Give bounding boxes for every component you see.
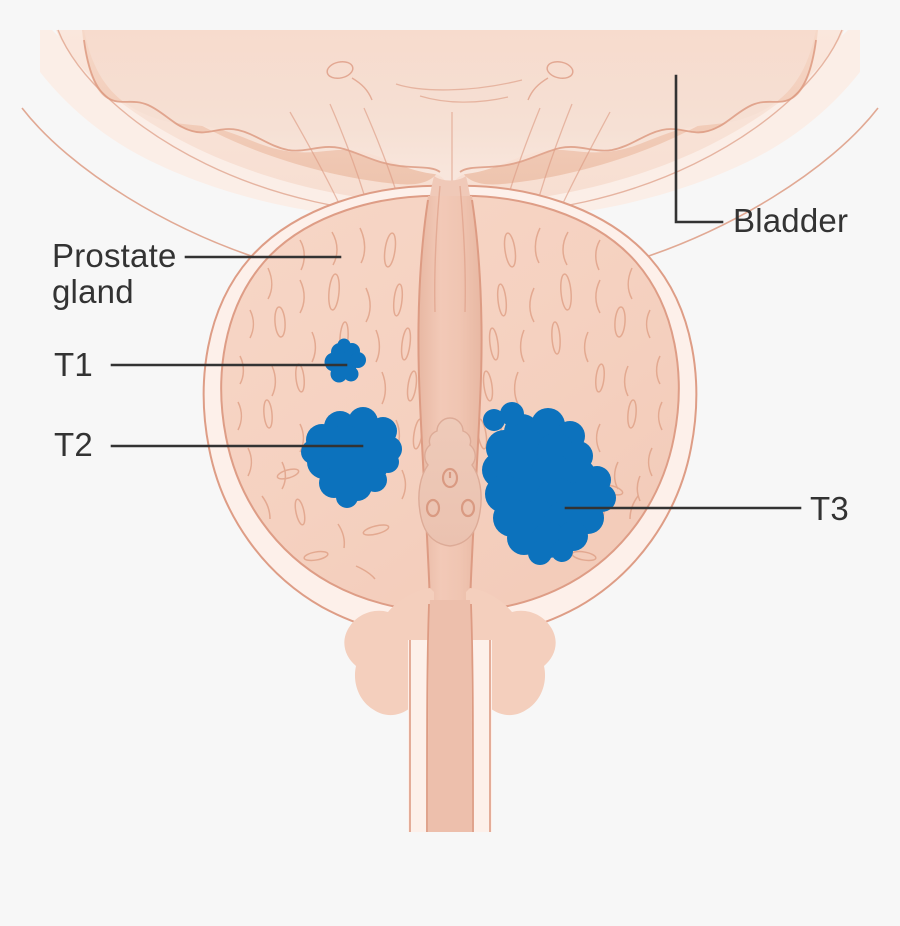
- bladder-lumen: [84, 30, 816, 192]
- urethra-group: [344, 176, 556, 833]
- urethra-outline-left: [417, 199, 431, 605]
- leader-bladder: [674, 74, 724, 224]
- leader-lines: [110, 74, 802, 510]
- label-t3: T3: [810, 490, 849, 527]
- ejaculatory-duct-lines: [434, 185, 466, 313]
- ureteral-orifice-left: [326, 60, 373, 101]
- bladder-mucosa-edge-right: [459, 39, 817, 173]
- label-t2: T2: [54, 426, 93, 463]
- distal-urethra-core: [428, 600, 472, 832]
- distal-urethra-core-left-edge: [426, 603, 430, 833]
- distal-urethra-core-right-edge: [470, 603, 474, 833]
- bladder-wall-left: [40, 30, 432, 218]
- tumour-t2: [301, 407, 402, 508]
- label-bladder: Bladder: [733, 202, 849, 239]
- bladder-group: [21, 29, 879, 293]
- verumontanum-openings: [425, 467, 476, 518]
- label-t1: T1: [54, 346, 93, 383]
- label-prostate-gland: Prostate gland: [52, 237, 177, 310]
- urethra-outline-right: [469, 199, 483, 605]
- tumour-t1: [324, 338, 366, 383]
- bladder-wall-right: [468, 30, 860, 218]
- tumour-t3: [482, 402, 616, 565]
- ureteral-orifice-right: [527, 60, 574, 101]
- bladder-mucosa-edge-left: [83, 39, 441, 173]
